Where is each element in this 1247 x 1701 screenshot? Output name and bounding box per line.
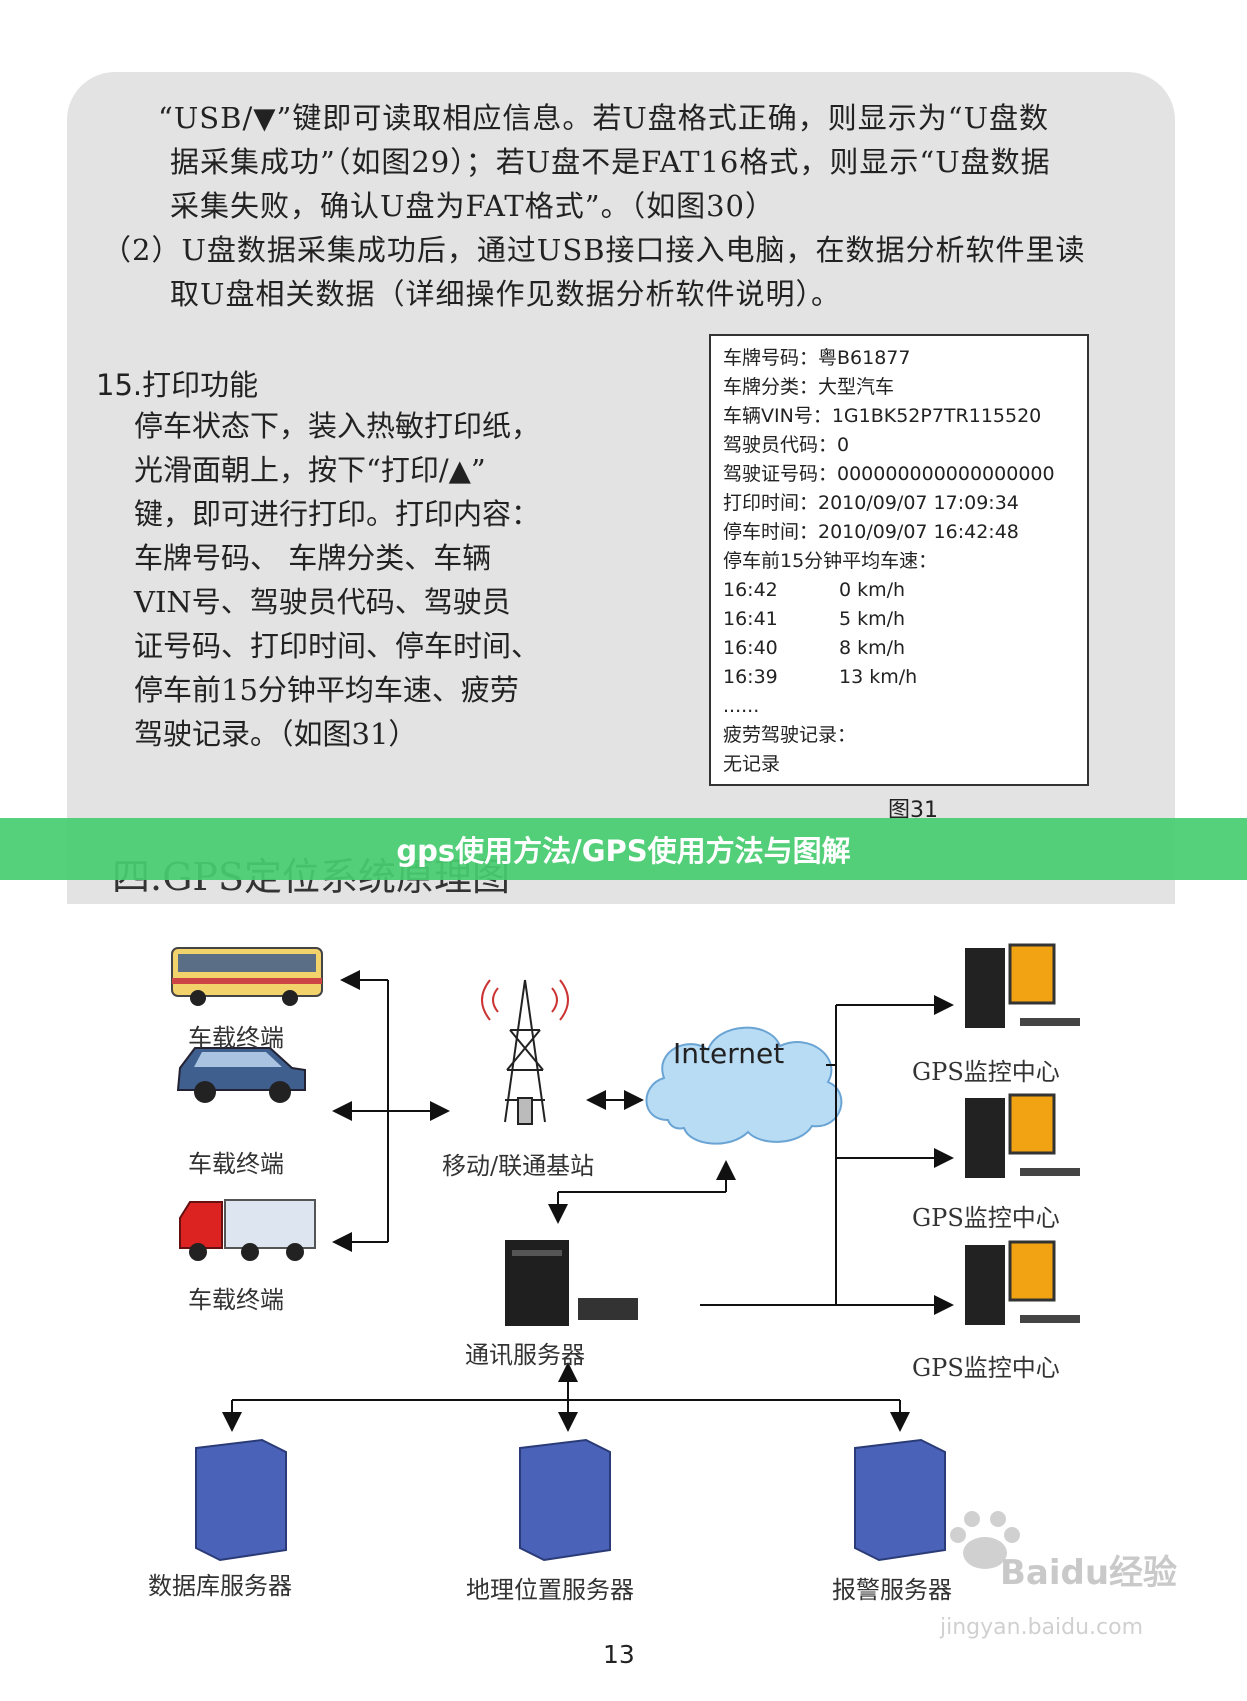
print-body-line: 停车状态下，装入热敏打印纸，: [134, 404, 540, 448]
database-server-icon: [196, 1440, 286, 1560]
print-body-line: 证号码、打印时间、停车时间、: [134, 624, 540, 668]
intro-line-1: “USB/▼”键即可读取相应信息。若U盘格式正确，则显示为“U盘数: [158, 96, 1049, 140]
vehicle-terminal-label: 车载终端: [188, 1144, 284, 1179]
receipt-fatigue-label: 疲劳驾驶记录：: [723, 721, 1075, 750]
baidu-watermark: Baidu经验 jingyan.baidu.com: [940, 1505, 1180, 1655]
speed-time: 16:42: [723, 576, 839, 605]
vehicle-connector: [336, 980, 446, 1242]
monitor-center-label: GPS监控中心: [912, 1348, 1060, 1383]
watermark-brand: Baidu经验: [1000, 1545, 1177, 1594]
speed-time: 16:40: [723, 634, 839, 663]
print-body-line: 停车前15分钟平均车速、疲劳: [134, 668, 540, 712]
speed-time: 16:41: [723, 605, 839, 634]
vehicle-terminal-label: 车载终端: [188, 1280, 284, 1315]
car-icon: [178, 1048, 305, 1103]
print-function-title: 15.打印功能: [96, 362, 258, 404]
receipt-fatigue-value: 无记录: [723, 750, 1075, 779]
monitor-center-label: GPS监控中心: [912, 1198, 1060, 1233]
database-server-label: 数据库服务器: [148, 1566, 292, 1601]
monitor-computer-icon: [965, 1242, 1080, 1325]
receipt-print-time: 打印时间：2010/09/07 17:09:34: [723, 489, 1075, 518]
truck-icon: [180, 1200, 315, 1261]
geo-server-icon: [520, 1440, 610, 1560]
speed-time: 16:39: [723, 663, 839, 692]
server-distribution-connector: [232, 1366, 900, 1428]
speed-value: 5 km/h: [839, 605, 905, 634]
receipt-vin: 车辆VIN号：1G1BK52P7TR115520: [723, 402, 1075, 431]
speed-value: 0 km/h: [839, 576, 905, 605]
bus-icon: [172, 948, 322, 1006]
comm-server-label: 通讯服务器: [465, 1335, 585, 1370]
receipt-plate-number: 车牌号码：粤B61877: [723, 344, 1075, 373]
print-function-body: 停车状态下，装入热敏打印纸， 光滑面朝上，按下“打印/▲” 键，即可进行打印。打…: [134, 404, 540, 756]
receipt-stop-time: 停车时间：2010/09/07 16:42:48: [723, 518, 1075, 547]
intro-line-3: 采集失败，确认U盘为FAT格式”。（如图30）: [170, 184, 775, 228]
intro-line-2: 据采集成功”（如图29）；若U盘不是FAT16格式，则显示“U盘数据: [170, 140, 1051, 184]
monitor-computer-icon: [965, 945, 1080, 1028]
print-body-line: 光滑面朝上，按下“打印/▲”: [134, 448, 540, 492]
receipt-plate-type: 车牌分类：大型汽车: [723, 373, 1075, 402]
internet-label: Internet: [673, 1037, 784, 1070]
receipt-license-number: 驾驶证号码：000000000000000000: [723, 460, 1075, 489]
intro-line-4: （2）U盘数据采集成功后，通过USB接口接入电脑，在数据分析软件里读: [102, 228, 1086, 272]
base-station-tower-icon: [482, 980, 568, 1124]
alarm-server-icon: [855, 1440, 945, 1560]
title-banner: gps使用方法/GPS使用方法与图解: [0, 818, 1247, 880]
monitor-computer-icon: [965, 1095, 1080, 1178]
receipt-speed-header: 停车前15分钟平均车速：: [723, 547, 1075, 576]
geo-server-label: 地理位置服务器: [466, 1570, 634, 1605]
alarm-server-label: 报警服务器: [832, 1570, 952, 1605]
print-body-line: 键，即可进行打印。打印内容：: [134, 492, 540, 536]
receipt-driver-code: 驾驶员代码：0: [723, 431, 1075, 460]
banner-title: gps使用方法/GPS使用方法与图解: [396, 828, 850, 870]
print-body-line: 驾驶记录。（如图31）: [134, 712, 540, 756]
gps-system-diagram: [0, 900, 1247, 1600]
print-receipt: 车牌号码：粤B61877 车牌分类：大型汽车 车辆VIN号：1G1BK52P7T…: [709, 334, 1089, 786]
watermark-url: jingyan.baidu.com: [940, 1615, 1143, 1640]
base-station-label: 移动/联通基站: [442, 1146, 594, 1181]
comm-server-icon: [505, 1240, 638, 1326]
print-body-line: VIN号、驾驶员代码、驾驶员: [134, 580, 540, 624]
receipt-ellipsis: ......: [723, 692, 1075, 721]
speed-value: 13 km/h: [839, 663, 917, 692]
vehicle-terminal-label: 车载终端: [188, 1018, 284, 1053]
page-number: 13: [603, 1640, 635, 1669]
intro-line-5: 取U盘相关数据（详细操作见数据分析软件说明）。: [170, 272, 841, 316]
speed-value: 8 km/h: [839, 634, 905, 663]
monitor-center-label: GPS监控中心: [912, 1052, 1060, 1087]
print-body-line: 车牌号码、 车牌分类、车辆: [134, 536, 540, 580]
